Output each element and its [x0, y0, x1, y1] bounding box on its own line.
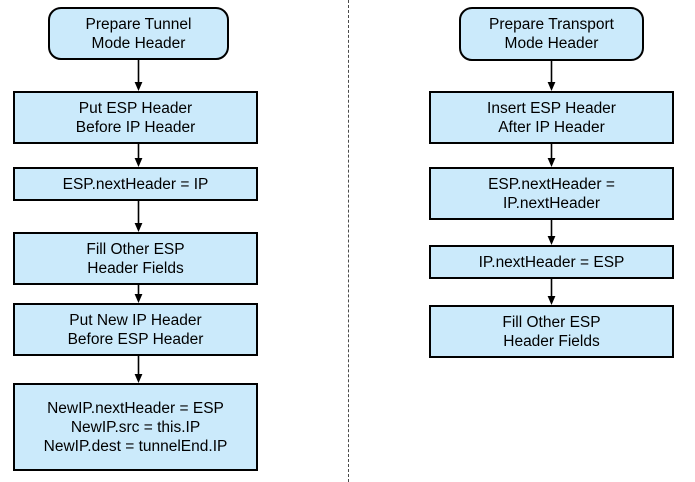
flow-arrow-tunnel-arrow-1: [132, 60, 145, 96]
flow-node-label: Fill Other ESP: [502, 313, 601, 331]
flow-node-label: Mode Header: [504, 35, 599, 52]
flow-node-label: Fill Other ESP: [86, 240, 185, 258]
flow-node-tunnel-step-2: ESP.nextHeader = IP: [13, 167, 258, 201]
flow-node-label: Prepare Tunnel: [85, 15, 192, 33]
flow-node-label: After IP Header: [498, 118, 605, 136]
flow-node-transport-step-3: IP.nextHeader = ESP: [429, 245, 674, 279]
flow-node-label: Header Fields: [87, 259, 184, 277]
flow-node-label: ESP.nextHeader =: [488, 175, 615, 193]
flow-arrow-transport-arrow-4: [545, 279, 558, 310]
flow-arrow-transport-arrow-1: [545, 61, 558, 96]
flow-node-label: Prepare Transport: [489, 16, 614, 33]
flow-node-label: Mode Header: [91, 34, 186, 52]
flow-node-label: Insert ESP Header: [487, 99, 616, 117]
flow-node-label: Put ESP Header: [78, 99, 193, 117]
flow-arrow-transport-arrow-2: [545, 144, 558, 172]
flow-node-label: IP.nextHeader = ESP: [478, 253, 625, 271]
flow-node-label: Before ESP Header: [67, 330, 204, 348]
flow-arrow-tunnel-arrow-3: [132, 201, 145, 237]
flow-arrow-tunnel-arrow-4: [132, 285, 145, 308]
flow-node-label: Before IP Header: [75, 118, 196, 136]
flow-node-label: ESP.nextHeader = IP: [62, 175, 209, 193]
flow-node-label: IP.nextHeader: [502, 194, 601, 212]
flow-arrow-tunnel-arrow-5: [132, 356, 145, 388]
flow-arrow-tunnel-arrow-2: [132, 144, 145, 172]
flow-node-label: NewIP.nextHeader = ESP: [47, 399, 224, 417]
column-divider: [348, 0, 349, 482]
flow-node-label: NewIP.dest = tunnelEnd.IP: [43, 437, 228, 455]
flow-node-label: Header Fields: [503, 332, 600, 350]
flow-node-label: Put New IP Header: [69, 311, 202, 329]
flow-node-transport-step-2: ESP.nextHeader =IP.nextHeader: [429, 167, 674, 220]
flow-arrow-transport-arrow-3: [545, 220, 558, 250]
flow-node-label: NewIP.src = this.IP: [70, 418, 201, 436]
